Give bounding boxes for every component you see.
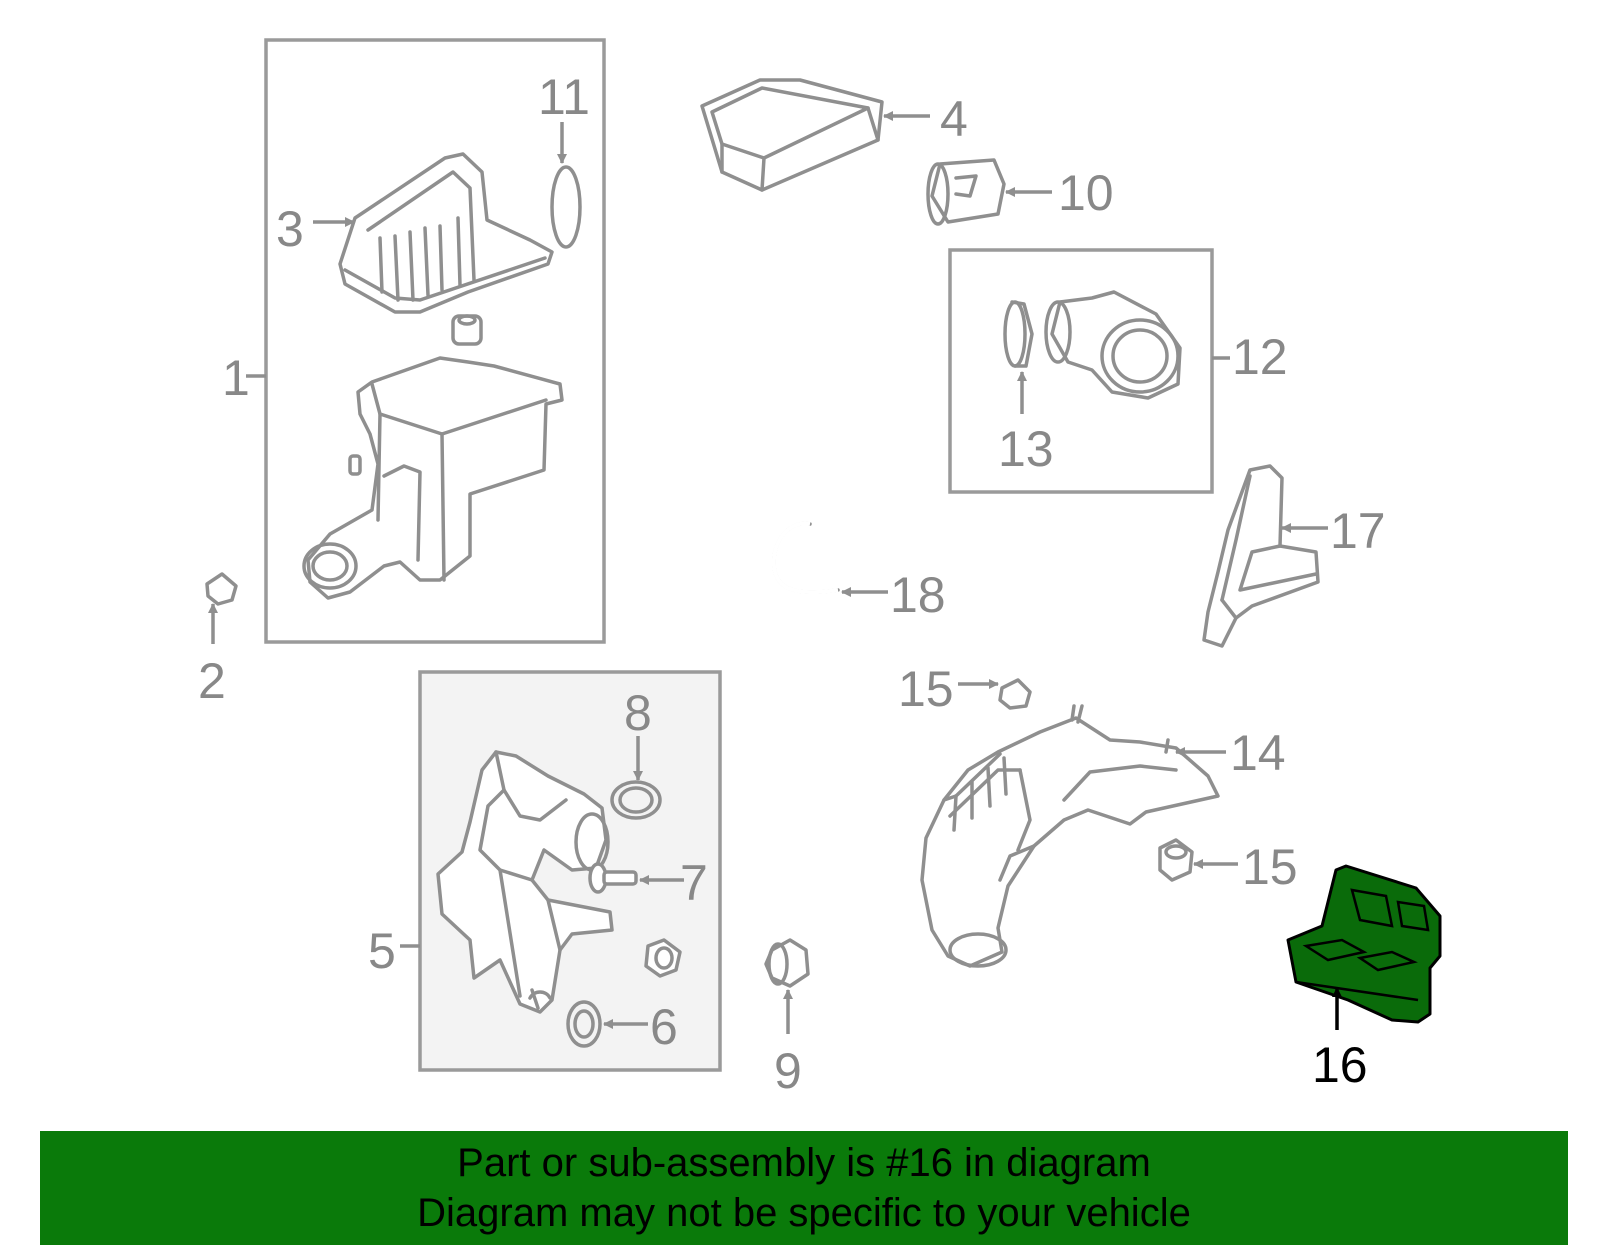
- callout-16: 16: [1312, 1037, 1368, 1093]
- intake-duct-part-14: [920, 704, 1220, 968]
- callout-5: 5: [368, 923, 396, 979]
- grommet-part-15-upper: [998, 678, 1032, 710]
- air-deflector-part-16-highlighted: [1286, 864, 1442, 1024]
- duct-assembly-box: [948, 248, 1214, 494]
- callout-2: 2: [198, 653, 226, 709]
- callout-7: 7: [680, 855, 708, 911]
- upper-cover-part-3: [338, 152, 554, 314]
- seal-part-8: [610, 780, 662, 820]
- info-banner: Part or sub-assembly is #16 in diagram D…: [40, 1131, 1568, 1245]
- callout-15b: 15: [1242, 839, 1298, 895]
- bolt-part-7: [588, 862, 638, 894]
- clip-part-2: [205, 572, 238, 606]
- grommet: [451, 314, 483, 346]
- bushing: [644, 938, 682, 978]
- callout-3: 3: [276, 201, 304, 257]
- callout-4: 4: [940, 91, 968, 147]
- banner-line-1: Part or sub-assembly is #16 in diagram: [457, 1141, 1151, 1185]
- callout-11: 11: [538, 69, 590, 125]
- callout-15a: 15: [898, 661, 954, 717]
- seal-ring-part-11: [550, 165, 582, 249]
- hose-part-18-inner: [771, 521, 839, 595]
- callout-12: 12: [1232, 329, 1288, 385]
- callout-10: 10: [1058, 165, 1114, 221]
- bracket-part-17: [1202, 464, 1320, 648]
- lower-housing: [302, 356, 564, 600]
- elbow-hose: [1044, 290, 1182, 400]
- clamp-part-13: [1003, 300, 1034, 368]
- grommet-part-9: [764, 938, 810, 988]
- callout-18: 18: [890, 567, 946, 623]
- filter-element-part-4: [700, 78, 884, 192]
- grommet-part-15-lower: [1158, 838, 1194, 882]
- outlet-duct-body: [436, 750, 614, 1014]
- air-cleaner-assembly-box: [264, 38, 606, 644]
- callout-1: 1: [222, 350, 250, 406]
- resonator-tube-part-10: [926, 158, 1006, 226]
- callout-6: 6: [650, 999, 678, 1055]
- banner-line-2: Diagram may not be specific to your vehi…: [417, 1191, 1191, 1235]
- callout-14: 14: [1230, 725, 1286, 781]
- callout-17: 17: [1330, 503, 1386, 559]
- callout-8: 8: [624, 685, 652, 741]
- o-ring-part-6: [566, 1000, 602, 1048]
- air-cleaner-assembly-group: 1 3 11: [222, 38, 606, 644]
- callout-13: 13: [998, 421, 1054, 477]
- outlet-duct-assembly-group: 5 8 7: [368, 670, 722, 1072]
- duct-assembly-group: 12 13: [948, 248, 1288, 494]
- callout-9: 9: [774, 1043, 802, 1099]
